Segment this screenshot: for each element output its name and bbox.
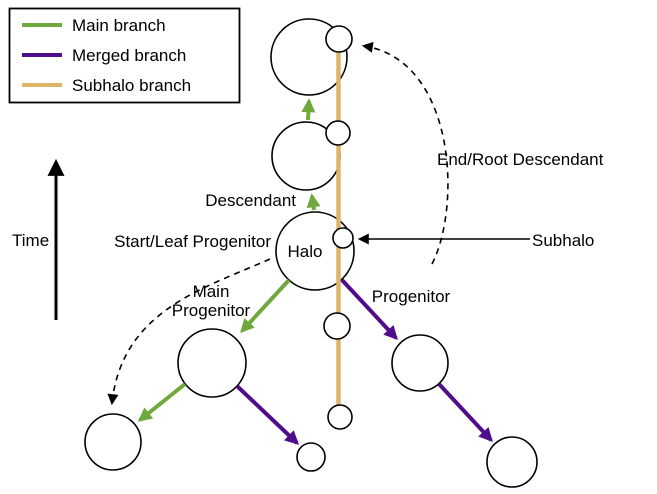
merged-halo-circle-1 <box>296 442 326 472</box>
main-branch-arrow-descendant-to-root <box>301 98 316 121</box>
legend-subhalo-branch-label: Subhalo branch <box>72 76 191 95</box>
merged-halo-circle-2 <box>486 436 538 488</box>
time-axis-label: Time <box>12 231 49 250</box>
progenitor-circle <box>391 334 449 392</box>
subhalo-label: Subhalo <box>532 231 594 250</box>
merged-branch-arrow-main-progenitor <box>235 384 300 445</box>
halo-label: Halo <box>288 242 323 261</box>
end-root-descendant-label: End/Root Descendant <box>437 150 604 169</box>
main-branch-arrow-main-progenitor-to-leaf <box>137 382 187 422</box>
legend-box <box>8 7 241 104</box>
main-progenitor-label-line2: Progenitor <box>172 301 251 320</box>
root-subhalo-circle <box>325 25 353 53</box>
start-leaf-progenitor-dashed-arrow <box>107 258 271 406</box>
legend-merged-branch-label: Merged branch <box>72 46 186 65</box>
merged-branch-arrow-halo-to-progenitor <box>340 278 398 341</box>
start-leaf-progenitor-label: Start/Leaf Progenitor <box>114 232 271 251</box>
subhalo-node-circle-1 <box>323 312 351 340</box>
main-progenitor-circle <box>177 328 247 398</box>
main-branch-arrow-halo-to-descendant <box>306 193 321 211</box>
main-progenitor-label-line1: Main <box>193 282 230 301</box>
end-root-descendant-dashed-arrow <box>361 41 449 265</box>
merged-branch-arrow-progenitor <box>437 382 493 443</box>
legend-main-branch-label: Main branch <box>72 16 166 35</box>
descendant-subhalo-circle <box>325 120 351 146</box>
halo-subhalo-circle <box>332 227 354 249</box>
subhalo-node-circle-2 <box>327 404 353 430</box>
leaf-progenitor-circle <box>84 413 142 471</box>
progenitor-label: Progenitor <box>372 287 451 306</box>
main-branch-arrow-halo-to-main-progenitor <box>240 278 291 334</box>
descendant-label: Descendant <box>205 191 296 210</box>
